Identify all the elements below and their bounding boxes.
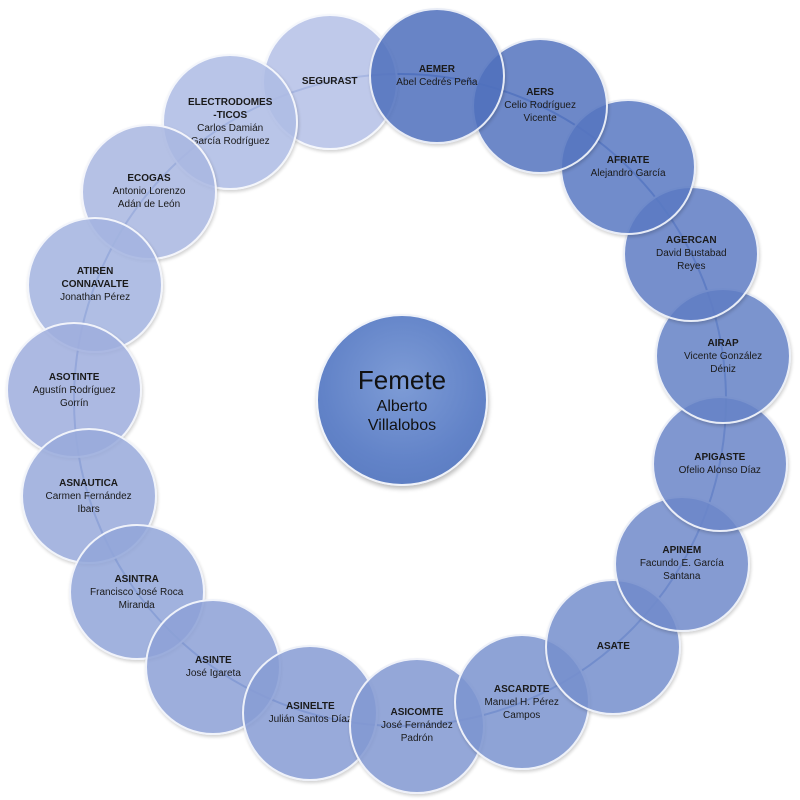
ring-node-name: AERS xyxy=(526,87,554,99)
ring-node-name: ECOGAS xyxy=(127,173,171,185)
center-person: Alberto Villalobos xyxy=(367,398,437,434)
ring-node-person: José Igareta xyxy=(185,668,241,680)
ring-node-name: ASINTE xyxy=(195,655,232,667)
ring-node-person: Vicente González Déniz xyxy=(683,350,763,375)
ring-node-name: ATIREN CONNAVALTE xyxy=(61,266,129,291)
ring-node-person: Carlos Damián García Rodríguez xyxy=(190,122,270,147)
ring-node-name: ELECTRODOMES -TICOS xyxy=(187,96,273,121)
ring-node-person: Agustín Rodríguez Gorrín xyxy=(32,384,116,409)
ring-node-person: Ofelio Alonso Díaz xyxy=(678,464,761,476)
ring-node-name: APIGASTE xyxy=(694,451,746,463)
ring-node-person: Carmen Fernández Ibars xyxy=(45,490,132,515)
ring-node-person: Facundo E. García Santana xyxy=(639,558,724,583)
ring-node-name: ASCARDTE xyxy=(493,683,550,695)
ring-node-person: Antonio Lorenzo Adán de León xyxy=(112,186,186,211)
ring-node-name: ASATE xyxy=(596,641,630,652)
ring-node-name: APINEM xyxy=(662,545,702,557)
ring-node-name: AGERCAN xyxy=(666,235,717,247)
ring-node-person: Manuel H. Pérez Campos xyxy=(484,696,559,721)
ring-node-person: José Fernández Padrón xyxy=(381,720,453,745)
ring-node-person: Abel Cedrés Peña xyxy=(396,77,478,89)
ring-node-person: David Bustabad Reyes xyxy=(655,248,727,273)
ring-node-name: AFRIATE xyxy=(606,155,650,167)
ring-node-name: SEGURAST xyxy=(301,76,358,88)
ring-node-name: AIRAP xyxy=(707,337,739,349)
ring-node-name: AEMER xyxy=(418,64,455,76)
ring-node-name: ASINTRA xyxy=(114,573,159,585)
ring-node-person: Jonathan Pérez xyxy=(60,292,131,304)
center-node: Femete Alberto Villalobos xyxy=(316,314,488,486)
ring-node-name: ASINELTE xyxy=(285,701,335,713)
ring-node-person: Julián Santos Díaz xyxy=(268,714,352,726)
ring-node-name: ASNAUTICA xyxy=(59,477,119,489)
ring-node-person: Celio Rodríguez Vicente xyxy=(504,100,576,125)
ring-node-name: ASOTINTE xyxy=(48,371,100,383)
ring-node-name: ASICOMTE xyxy=(390,707,444,719)
center-title: Femete xyxy=(357,365,447,395)
ring-node-person: Alejandro García xyxy=(590,168,666,180)
ring-node-person: Francisco José Roca Miranda xyxy=(90,586,184,611)
